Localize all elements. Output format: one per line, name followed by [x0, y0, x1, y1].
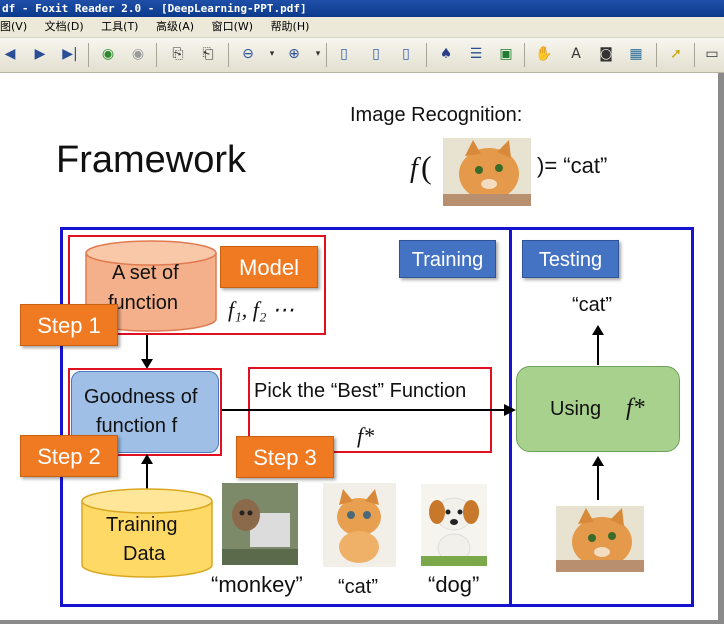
zoom-in-icon[interactable]: ⊕ [288, 46, 300, 62]
set-of-function-line1: A set of [112, 262, 179, 284]
menu-advanced[interactable]: 高级(A) [155, 20, 195, 33]
label-cat: “cat” [338, 576, 378, 598]
training-data-line1: Training [106, 514, 178, 536]
menu-help[interactable]: 帮助(H) [270, 20, 310, 33]
model-box [68, 235, 326, 335]
window-title-bar: df - Foxit Reader 2.0 - [DeepLearning-PP… [0, 0, 724, 17]
facing-page-icon[interactable]: ▯ [402, 46, 410, 62]
goodness-line1: Goodness of [84, 386, 198, 408]
training-data-cylinder [81, 488, 213, 578]
f1-f2-label: f₁, f₂ ⋯ [228, 297, 295, 322]
single-page-icon[interactable]: ▯ [340, 46, 348, 62]
rotate-right-icon[interactable]: ⎗ [202, 46, 214, 62]
continuous-page-icon[interactable]: ▯ [372, 46, 380, 62]
using-fstar: f* [626, 395, 645, 421]
training-data-line2: Data [123, 543, 166, 565]
note-tool-icon[interactable]: ▭ [705, 46, 719, 62]
goodness-frame [68, 368, 222, 456]
model-tag: Model [220, 246, 318, 288]
f-star-label: f* [357, 423, 375, 448]
cat-photo-input [443, 138, 531, 206]
previous-page-icon[interactable]: ◀ [4, 46, 16, 62]
text-select-icon[interactable]: A [571, 46, 581, 62]
menu-document[interactable]: 文档(D) [44, 20, 84, 33]
toolbar-separator [156, 43, 157, 67]
arrow-up-icon [592, 456, 604, 500]
chevron-down-icon[interactable]: ▾ [269, 49, 275, 59]
rotate-left-icon[interactable]: ⎘ [172, 46, 184, 62]
set-of-function-line2: function [108, 292, 179, 314]
snapshot-icon[interactable]: ◙ [599, 46, 613, 62]
step3-tag: Step 3 [236, 436, 334, 478]
step2-tag: Step 2 [20, 435, 118, 477]
bookmark-panel-icon[interactable]: ☰ [469, 46, 483, 62]
menu-tools[interactable]: 工具(T) [101, 20, 139, 33]
toolbar-separator [524, 43, 525, 67]
pdf-page: Framework Image Recognition: f ( )= “cat… [0, 73, 718, 620]
window-title: df - Foxit Reader 2.0 - [DeepLearning-PP… [2, 2, 307, 15]
goodness-line2: function f [96, 415, 178, 437]
label-monkey: “monkey” [211, 572, 303, 597]
testing-frame [509, 227, 694, 607]
chevron-down-icon[interactable]: ▾ [315, 49, 321, 59]
paren-open: ( [421, 149, 432, 185]
toolbar-separator [656, 43, 657, 67]
training-tag: Training [399, 240, 496, 278]
step1-tag: Step 1 [20, 304, 118, 346]
equals-cat: )= “cat” [537, 153, 608, 178]
cat-output-label: “cat” [572, 294, 612, 316]
dog-photo [421, 484, 487, 566]
fit-page-icon[interactable]: ▣ [499, 46, 513, 62]
image-tool-icon[interactable]: ▦ [629, 46, 643, 62]
last-page-icon[interactable]: ▶| [62, 46, 78, 62]
find-icon[interactable]: ♠ [439, 46, 453, 62]
next-page-icon[interactable]: ▶ [34, 46, 46, 62]
label-dog: “dog” [428, 572, 480, 597]
arrow-right-icon [222, 404, 516, 416]
kitten-photo [323, 483, 396, 567]
back-icon[interactable]: ◉ [101, 46, 115, 62]
menu-bar: 图(V) 文档(D) 工具(T) 高级(A) 窗口(W) 帮助(H) [0, 17, 724, 38]
using-label: Using [550, 398, 602, 420]
arrow-up-icon [592, 325, 604, 365]
f-symbol: f [410, 153, 418, 184]
pick-best-label: Pick the “Best” Function [254, 380, 467, 402]
testing-tag: Testing [522, 240, 619, 278]
pointer-icon[interactable]: ➚ [670, 46, 682, 62]
arrow-down-icon [141, 335, 153, 369]
image-recognition-label: Image Recognition: [350, 104, 523, 126]
toolbar-separator [88, 43, 89, 67]
zoom-out-icon[interactable]: ⊖ [242, 46, 254, 62]
monkey-photo [222, 483, 298, 565]
toolbar-separator [228, 43, 229, 67]
toolbar-separator [694, 43, 695, 67]
page-title: Framework [56, 139, 247, 181]
menu-window[interactable]: 窗口(W) [211, 20, 254, 33]
using-box [516, 366, 680, 452]
cat-photo-test [556, 506, 644, 572]
toolbar-separator [426, 43, 427, 67]
forward-icon[interactable]: ◉ [131, 46, 145, 62]
hand-tool-icon[interactable]: ✋ [535, 46, 553, 62]
menu-view[interactable]: 图(V) [0, 20, 28, 33]
toolbar-separator [326, 43, 327, 67]
toolbar: ◀ ▶ ▶| ◉ ◉ ⎘ ⎗ ⊖ ▾ ⊕ ▾ ▯ ▯ ▯ ♠ ☰ ▣ ✋ A ◙… [0, 38, 724, 73]
document-viewport[interactable]: Framework Image Recognition: f ( )= “cat… [0, 73, 724, 624]
